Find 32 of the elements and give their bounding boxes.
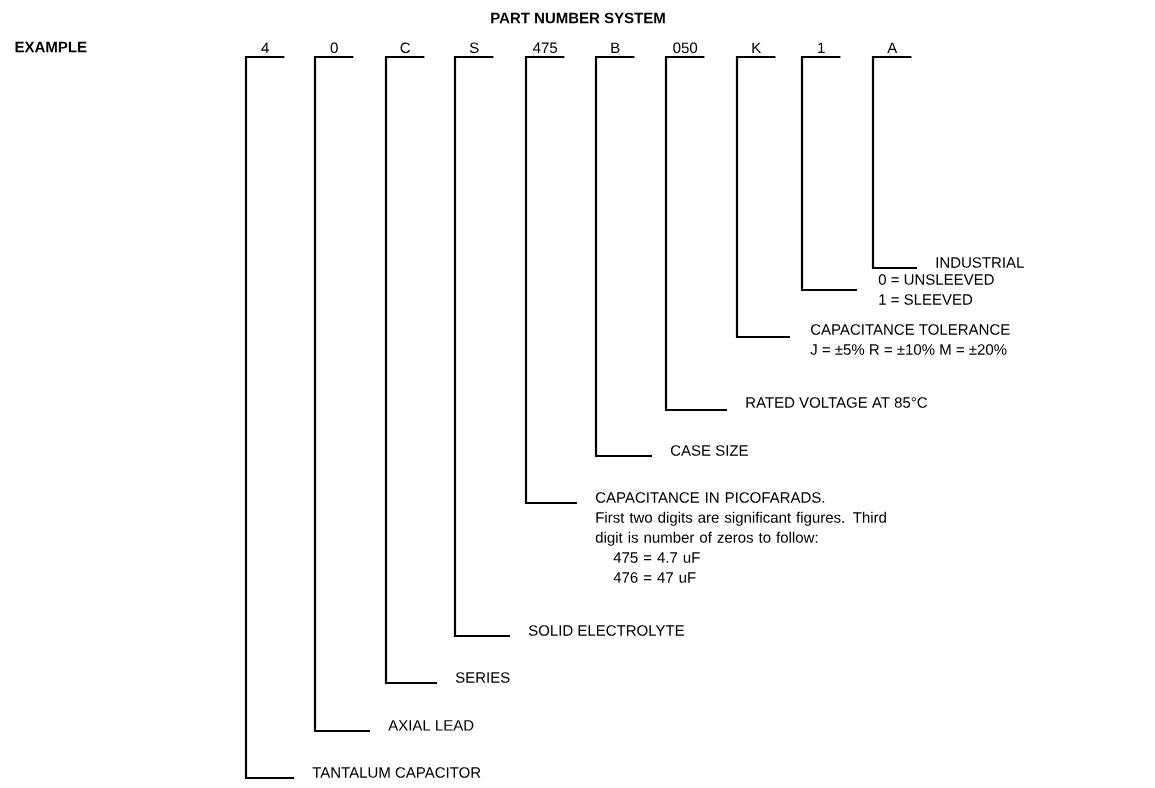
description-text: AXIAL LEAD: [388, 720, 474, 731]
part-code: S: [469, 42, 479, 54]
description-text: RATED VOLTAGE AT 85°C: [746, 397, 928, 408]
part-code: B: [611, 42, 620, 53]
description-text: INDUSTRIAL: [936, 257, 1024, 268]
part-code: 475: [533, 42, 558, 54]
description-text: TANTALUM CAPACITOR: [312, 767, 481, 778]
description-text: 0 = UNSLEEVED 1 = SLEEVED: [878, 274, 994, 305]
leader-line: [244, 55, 294, 780]
description-text: SOLID ELECTROLYTE: [528, 625, 684, 636]
leader-line: [524, 55, 577, 505]
leader-line: [313, 55, 370, 733]
label: EXAMPLE: [15, 41, 87, 53]
description-text: CASE SIZE: [671, 445, 748, 456]
leader-line: [871, 55, 917, 270]
part-code: A: [887, 42, 898, 53]
part-code: 050: [673, 42, 698, 54]
leader-line: [664, 55, 727, 412]
leader-line: [453, 55, 510, 638]
heading: PART NUMBER SYSTEM: [491, 12, 665, 24]
part-code: 1: [818, 42, 825, 53]
description-text: SERIES: [455, 672, 510, 683]
leader-line: [594, 55, 652, 458]
description-text: CAPACITANCE TOLERANCE J = ±5% R = ±10% M = ±20%: [810, 324, 1010, 355]
description-text: CAPACITANCE IN PICOFARADS. First two digits are significant figures. Third digit is number of zeros to follow: 475 = 4.7 uF 476 = 47 uF: [595, 492, 886, 583]
part-code: K: [752, 42, 762, 53]
leader-line: [735, 55, 790, 339]
part-code: 4: [261, 42, 269, 53]
leader-line: [800, 55, 857, 292]
part-code: 0: [330, 42, 338, 54]
part-code: C: [400, 42, 411, 54]
leader-line: [384, 55, 437, 685]
